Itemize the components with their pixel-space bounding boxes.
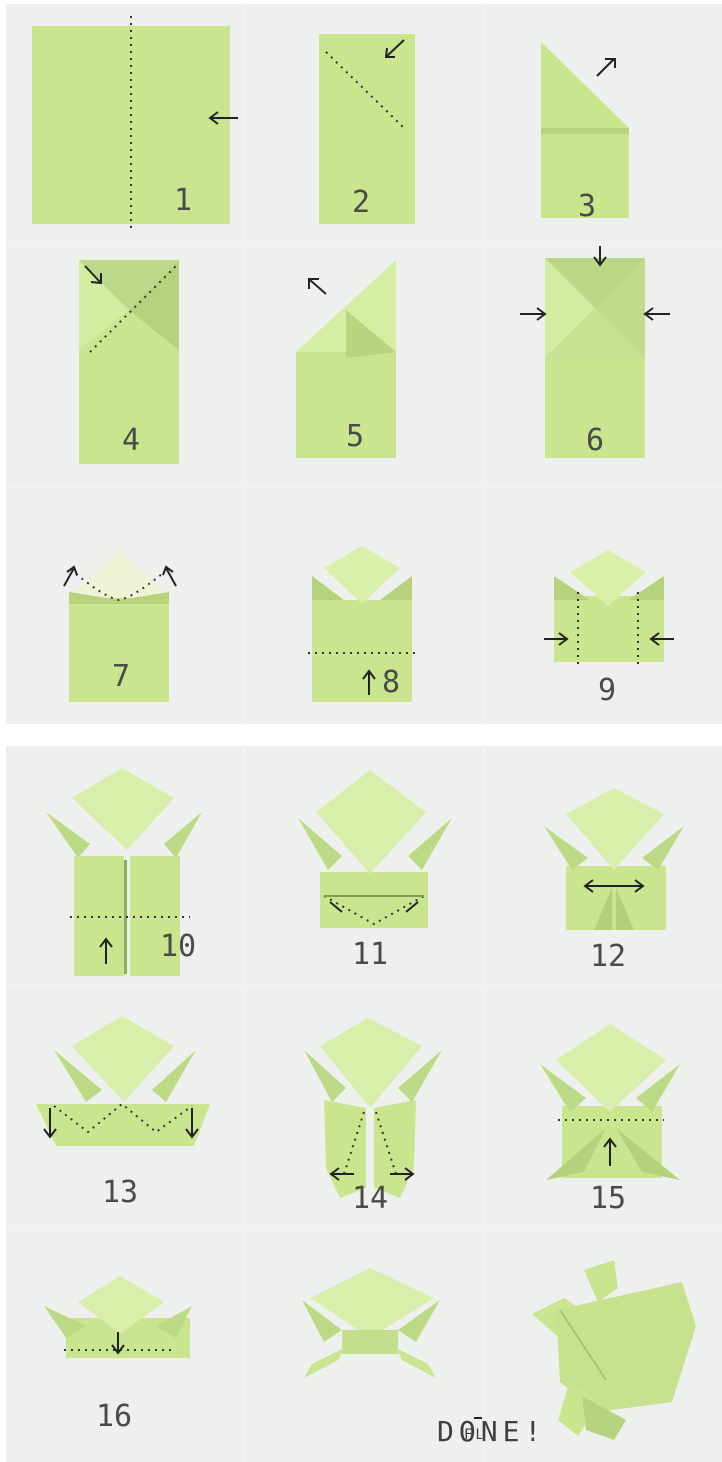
step-number: 11 — [352, 940, 388, 970]
step-number: 15 — [590, 1184, 626, 1214]
step-5-cell: 5 — [246, 246, 482, 484]
step-number: 5 — [346, 422, 364, 452]
step-8-illustration — [246, 488, 482, 724]
step-7-cell: 7 — [6, 488, 242, 724]
step-3-cell: 3 — [486, 4, 722, 242]
step-11-cell: 11 — [246, 746, 482, 984]
step-6-cell: 6 — [486, 246, 722, 484]
step-10-cell: 10 — [6, 746, 242, 984]
step-13-cell: 13 — [6, 988, 242, 1226]
step-number: 16 — [96, 1402, 132, 1432]
step-9-cell: 9 — [486, 488, 722, 724]
step-10-illustration — [6, 746, 242, 984]
step-16-cell: 16 — [6, 1230, 242, 1462]
step-2-cell: 2 — [246, 4, 482, 242]
step-number: 7 — [112, 662, 130, 692]
step-1-cell: 1 — [6, 4, 242, 242]
step-number: 10 — [160, 932, 196, 962]
step-number: 8 — [382, 668, 400, 698]
done-label: DONE! — [437, 1418, 546, 1446]
step-number: 2 — [352, 188, 370, 218]
step-12-cell: 12 — [486, 746, 722, 984]
step-14-cell: 14 — [246, 988, 482, 1226]
step-4-cell: 4 — [6, 246, 242, 484]
step-number: 14 — [352, 1184, 388, 1214]
step-1-illustration — [6, 4, 242, 242]
step-number: 4 — [122, 426, 140, 456]
step-number: 12 — [590, 942, 626, 972]
step-number: 6 — [586, 426, 604, 456]
step-15-cell: 15 — [486, 988, 722, 1226]
step-3-illustration — [486, 4, 722, 242]
step-number: 9 — [598, 676, 616, 706]
step-number: 1 — [174, 186, 192, 216]
step-8-cell: 8 — [246, 488, 482, 724]
step-number: 13 — [102, 1178, 138, 1208]
step-number: 3 — [578, 192, 596, 222]
